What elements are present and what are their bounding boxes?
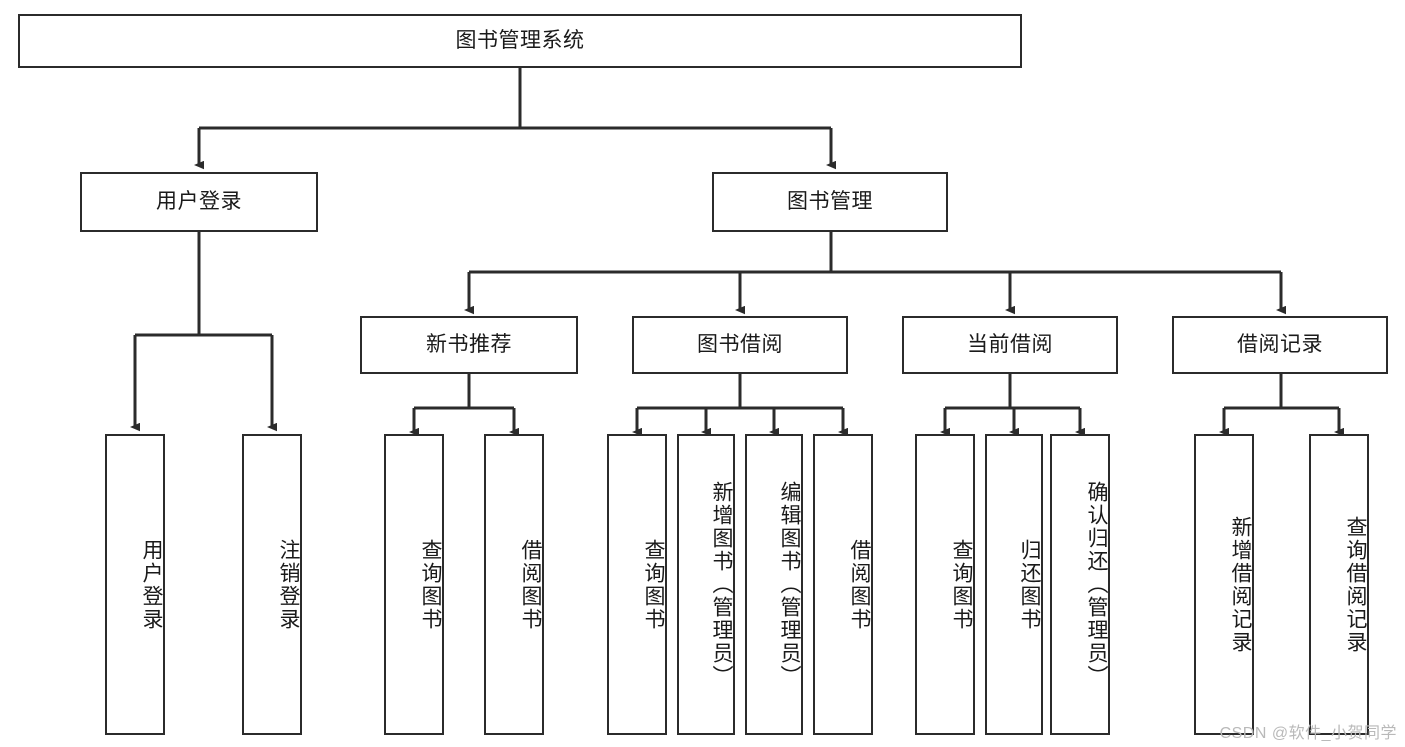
node-new-book-recommend[interactable]: 新书推荐 [360,316,578,374]
node-leaf-user-login-label: 用户登录 [140,538,163,631]
node-book-borrow[interactable]: 图书借阅 [632,316,848,374]
node-leaf-confirm-return[interactable]: 确认归还（管理员） [1050,434,1110,735]
node-leaf-return-book-label: 归还图书 [1018,538,1041,631]
node-current-borrow[interactable]: 当前借阅 [902,316,1118,374]
node-leaf-borrow-book-rec[interactable]: 借阅图书 [484,434,544,735]
node-leaf-query-book-current-label: 查询图书 [950,538,973,631]
node-root-label: 图书管理系统 [455,28,585,52]
node-leaf-add-book[interactable]: 新增图书（管理员） [677,434,735,735]
node-leaf-user-logout-label: 注销登录 [277,538,300,631]
node-leaf-query-book-current[interactable]: 查询图书 [915,434,975,735]
node-leaf-edit-book[interactable]: 编辑图书（管理员） [745,434,803,735]
node-leaf-confirm-return-label: 确认归还（管理员） [1085,481,1108,688]
node-leaf-query-record[interactable]: 查询借阅记录 [1309,434,1369,735]
node-leaf-add-record-label: 新增借阅记录 [1229,515,1252,654]
node-leaf-query-book-borrow[interactable]: 查询图书 [607,434,667,735]
node-user-login-label: 用户登录 [156,189,242,213]
node-new-book-recommend-label: 新书推荐 [426,332,512,356]
node-leaf-edit-book-label: 编辑图书（管理员） [778,481,801,688]
node-leaf-add-book-label: 新增图书（管理员） [710,481,733,688]
node-leaf-query-record-label: 查询借阅记录 [1344,515,1367,654]
node-user-login[interactable]: 用户登录 [80,172,318,232]
node-book-manage[interactable]: 图书管理 [712,172,948,232]
node-leaf-borrow-book-label: 借阅图书 [848,538,871,631]
node-leaf-query-book-rec[interactable]: 查询图书 [384,434,444,735]
node-leaf-query-book-borrow-label: 查询图书 [642,538,665,631]
node-current-borrow-label: 当前借阅 [967,332,1053,356]
node-leaf-add-record[interactable]: 新增借阅记录 [1194,434,1254,735]
node-leaf-borrow-book[interactable]: 借阅图书 [813,434,873,735]
csdn-watermark: CSDN @软件_小贺同学 [1219,725,1397,742]
node-leaf-borrow-book-rec-label: 借阅图书 [519,538,542,631]
node-book-borrow-label: 图书借阅 [697,332,783,356]
node-leaf-return-book[interactable]: 归还图书 [985,434,1043,735]
node-borrow-record-label: 借阅记录 [1237,332,1323,356]
node-root[interactable]: 图书管理系统 [18,14,1022,68]
node-leaf-user-login[interactable]: 用户登录 [105,434,165,735]
node-book-manage-label: 图书管理 [787,189,873,213]
node-borrow-record[interactable]: 借阅记录 [1172,316,1388,374]
node-leaf-user-logout[interactable]: 注销登录 [242,434,302,735]
node-leaf-query-book-rec-label: 查询图书 [419,538,442,631]
